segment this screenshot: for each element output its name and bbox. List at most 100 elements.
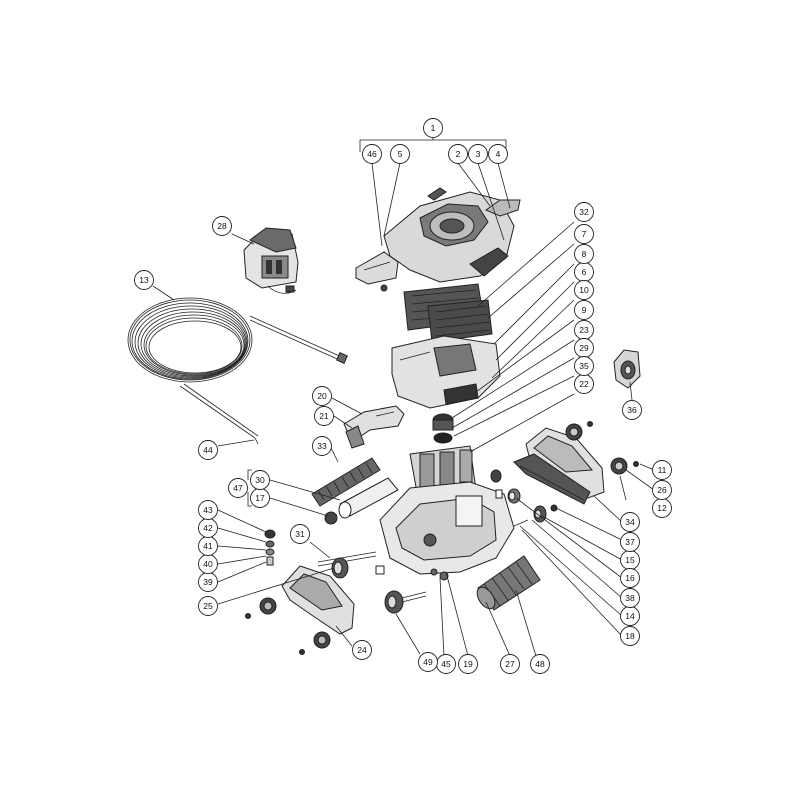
callout-24: 24	[352, 640, 372, 660]
callout-23: 23	[574, 320, 594, 340]
drive-pulleys-part	[490, 469, 558, 527]
handle-part	[343, 405, 405, 449]
callout-label: 18	[625, 631, 635, 641]
callout-34: 34	[620, 512, 640, 532]
callout-7: 7	[574, 224, 594, 244]
callout-3: 3	[468, 144, 488, 164]
callout-label: 17	[255, 493, 265, 503]
filter-housing-part	[391, 335, 501, 409]
callout-35: 35	[574, 356, 594, 376]
callout-14: 14	[620, 606, 640, 626]
chassis-part	[379, 481, 515, 581]
callout-label: 25	[203, 601, 213, 611]
callout-label: 20	[317, 391, 327, 401]
callout-label: 48	[535, 659, 545, 669]
callout-28: 28	[212, 216, 232, 236]
callout-label: 4	[496, 149, 501, 159]
callout-43: 43	[198, 500, 218, 520]
callout-44: 44	[198, 440, 218, 460]
callout-45: 45	[436, 654, 456, 674]
callout-11: 11	[652, 460, 672, 480]
swivel-part	[613, 349, 641, 389]
roller-part	[324, 477, 399, 525]
callout-12: 12	[652, 498, 672, 518]
callout-label: 13	[139, 275, 149, 285]
callout-label: 37	[625, 537, 635, 547]
callout-20: 20	[312, 386, 332, 406]
floating-cable-coil-part	[127, 297, 348, 445]
callout-label: 31	[295, 529, 305, 539]
filter-panels-part	[403, 283, 493, 343]
callout-label: 39	[203, 577, 213, 587]
callout-19: 19	[458, 654, 478, 674]
callout-label: 36	[627, 405, 637, 415]
callout-label: 38	[625, 593, 635, 603]
callout-label: 47	[233, 483, 243, 493]
callout-label: 11	[658, 465, 667, 475]
callout-label: 26	[657, 485, 667, 495]
callout-10: 10	[574, 280, 594, 300]
callout-4: 4	[488, 144, 508, 164]
callout-label: 34	[625, 517, 635, 527]
callout-5: 5	[390, 144, 410, 164]
power-supply-part	[243, 227, 299, 294]
small-fasteners-part	[264, 529, 276, 566]
callout-label: 49	[423, 657, 433, 667]
callout-label: 40	[203, 559, 213, 569]
callout-label: 21	[319, 411, 329, 421]
callout-1: 1	[423, 118, 443, 138]
callout-21: 21	[314, 406, 334, 426]
callout-29: 29	[574, 338, 594, 358]
callout-label: 10	[579, 285, 589, 295]
callout-18: 18	[620, 626, 640, 646]
callout-label: 32	[579, 207, 589, 217]
right-side-panel-part	[513, 421, 639, 505]
callout-39: 39	[198, 572, 218, 592]
callout-16: 16	[620, 568, 640, 588]
callout-42: 42	[198, 518, 218, 538]
axle-part	[317, 551, 385, 579]
callout-label: 5	[398, 149, 403, 159]
callout-13: 13	[134, 270, 154, 290]
callout-32: 32	[574, 202, 594, 222]
callout-26: 26	[652, 480, 672, 500]
callout-38: 38	[620, 588, 640, 608]
callout-label: 3	[476, 149, 481, 159]
callout-47: 47	[228, 478, 248, 498]
callout-label: 43	[203, 505, 213, 515]
callout-label: 6	[582, 267, 587, 277]
callout-label: 23	[579, 325, 589, 335]
callout-label: 24	[357, 645, 367, 655]
callout-label: 42	[203, 523, 213, 533]
callout-label: 28	[217, 221, 227, 231]
callout-41: 41	[198, 536, 218, 556]
front-brush-cylinder-part	[476, 555, 541, 611]
callout-36: 36	[622, 400, 642, 420]
callout-37: 37	[620, 532, 640, 552]
callout-label: 30	[255, 475, 265, 485]
callout-8: 8	[574, 244, 594, 264]
callout-46: 46	[362, 144, 382, 164]
callout-49: 49	[418, 652, 438, 672]
callout-30: 30	[250, 470, 270, 490]
callout-40: 40	[198, 554, 218, 574]
callout-label: 33	[317, 441, 327, 451]
callout-label: 14	[625, 611, 635, 621]
left-side-panel-part	[245, 565, 355, 655]
callout-15: 15	[620, 550, 640, 570]
callout-label: 45	[441, 659, 451, 669]
brush-roller-part	[311, 457, 381, 507]
callout-label: 9	[582, 305, 587, 315]
callout-label: 15	[625, 555, 635, 565]
callout-27: 27	[500, 654, 520, 674]
callout-label: 16	[625, 573, 635, 583]
drive-gear-part	[384, 590, 427, 614]
callout-label: 8	[582, 249, 587, 259]
top-cover-part	[383, 187, 521, 283]
callout-9: 9	[574, 300, 594, 320]
callout-label: 41	[203, 541, 213, 551]
callout-17: 17	[250, 488, 270, 508]
callout-2: 2	[448, 144, 468, 164]
